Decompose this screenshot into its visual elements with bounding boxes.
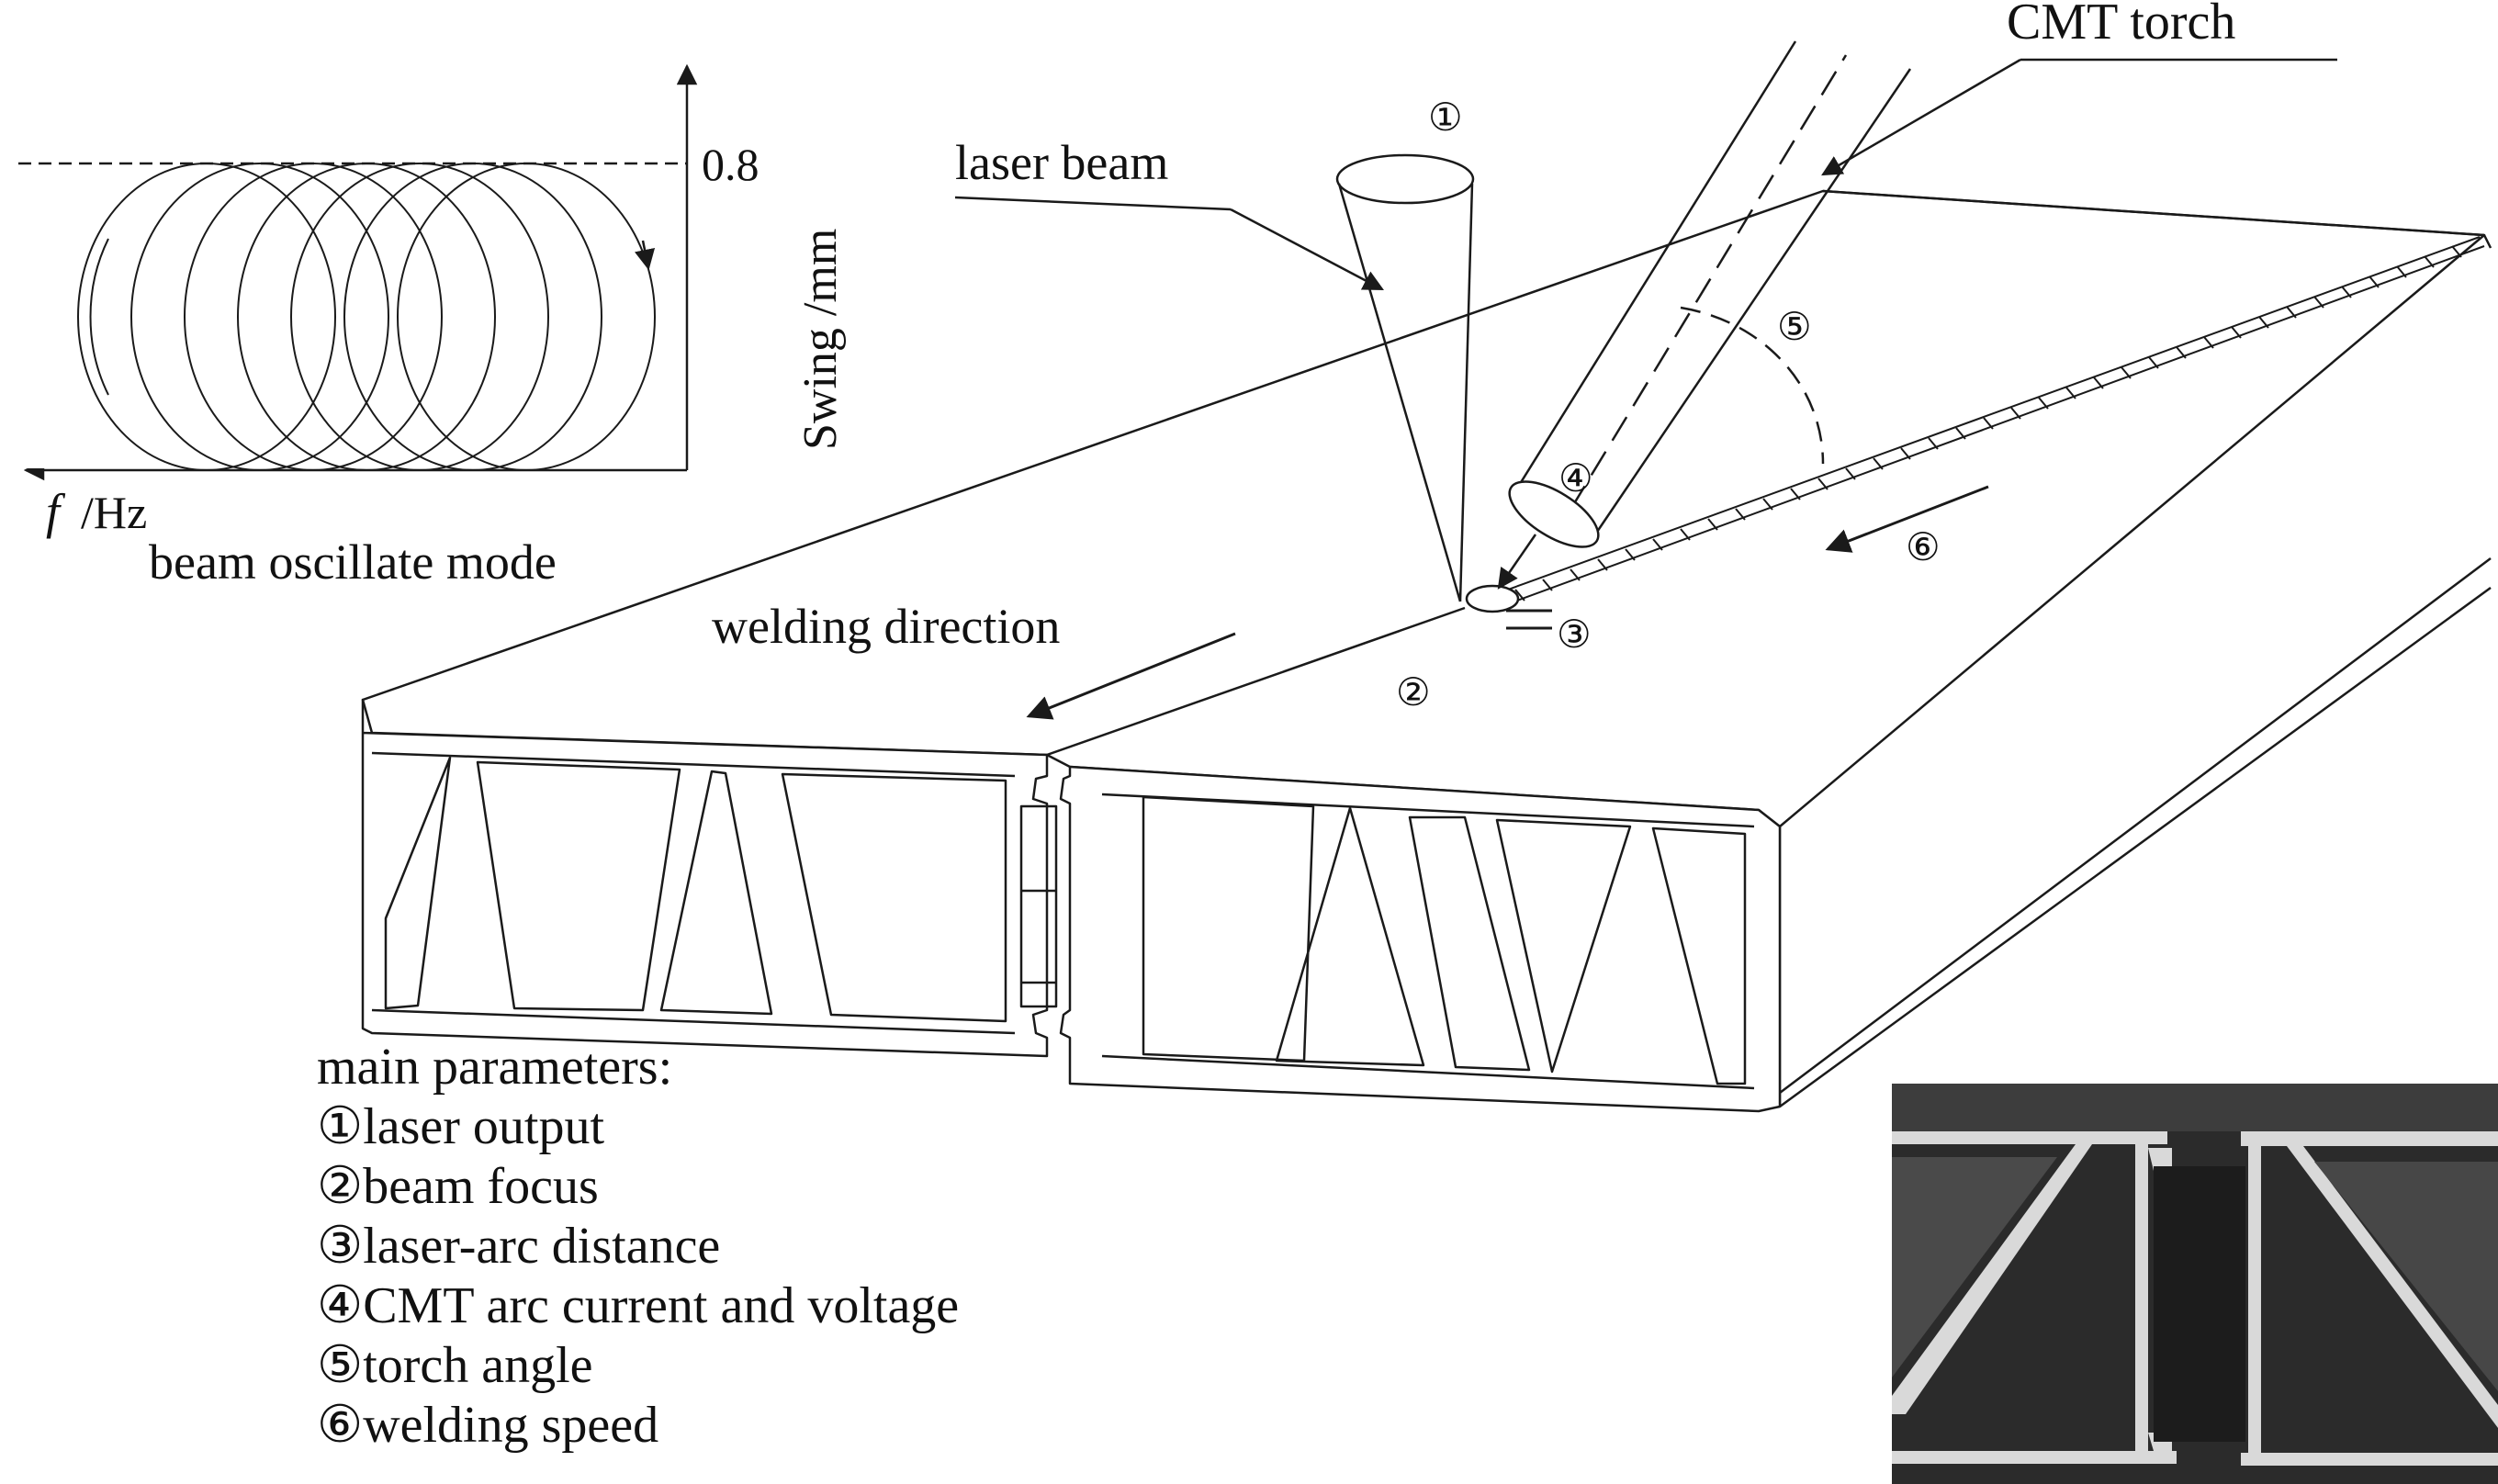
swing-value: 0.8 — [702, 139, 760, 190]
parameter-item: ②beam focus — [317, 1158, 599, 1215]
parameter-item: ⑥welding speed — [317, 1397, 658, 1454]
panel-top-surface — [361, 189, 2486, 828]
cmt-torch — [1497, 40, 2337, 590]
oscillation-graph — [18, 63, 698, 481]
marker-3: ③ — [1557, 612, 1592, 657]
photo-inset — [1892, 1084, 2498, 1484]
weld-bead — [1487, 236, 2485, 609]
rotation-arrow — [634, 240, 656, 271]
swing-axis-label: Swing /mm — [794, 229, 847, 450]
welding-speed-arrow — [1825, 485, 1989, 553]
marker-2: ② — [1396, 669, 1431, 714]
laser-cone — [954, 153, 1475, 602]
parameter-item: ④CMT arc current and voltage — [317, 1277, 959, 1334]
marker-5: ⑤ — [1777, 304, 1812, 349]
weld-pool — [1465, 584, 1520, 613]
direction-arrows — [1026, 485, 1989, 720]
weld-seam-line — [1046, 606, 1466, 757]
frequency-unit: /Hz — [81, 487, 147, 538]
parameter-list: main parameters: ①laser output ②beam foc… — [317, 1039, 959, 1454]
marker-4: ④ — [1558, 455, 1593, 500]
laser-lens-ellipse — [1335, 153, 1475, 205]
oscillate-mode-label: beam oscillate mode — [149, 534, 557, 590]
parameters-title: main parameters: — [317, 1039, 672, 1096]
laser-beam-label: laser beam — [955, 135, 1168, 190]
welding-direction-label: welding direction — [712, 599, 1060, 654]
panel-front-right — [1059, 765, 1782, 1113]
frequency-symbol: f — [46, 484, 66, 539]
laser-beam-leader — [954, 196, 1232, 211]
cmt-torch-label: CMT torch — [2007, 0, 2235, 51]
panel-front-left — [361, 698, 1049, 1058]
marker-1: ① — [1428, 95, 1463, 140]
oscillation-circles — [77, 163, 656, 471]
aluminum-panel — [361, 189, 2492, 1113]
welding-direction-arrow — [1026, 632, 1236, 720]
parameter-item: ⑤torch angle — [317, 1337, 593, 1394]
parameter-item: ③laser-arc distance — [317, 1218, 720, 1275]
parameter-item: ①laser output — [317, 1098, 604, 1155]
torch-angle-arc — [1680, 306, 1825, 465]
marker-6: ⑥ — [1906, 524, 1941, 569]
